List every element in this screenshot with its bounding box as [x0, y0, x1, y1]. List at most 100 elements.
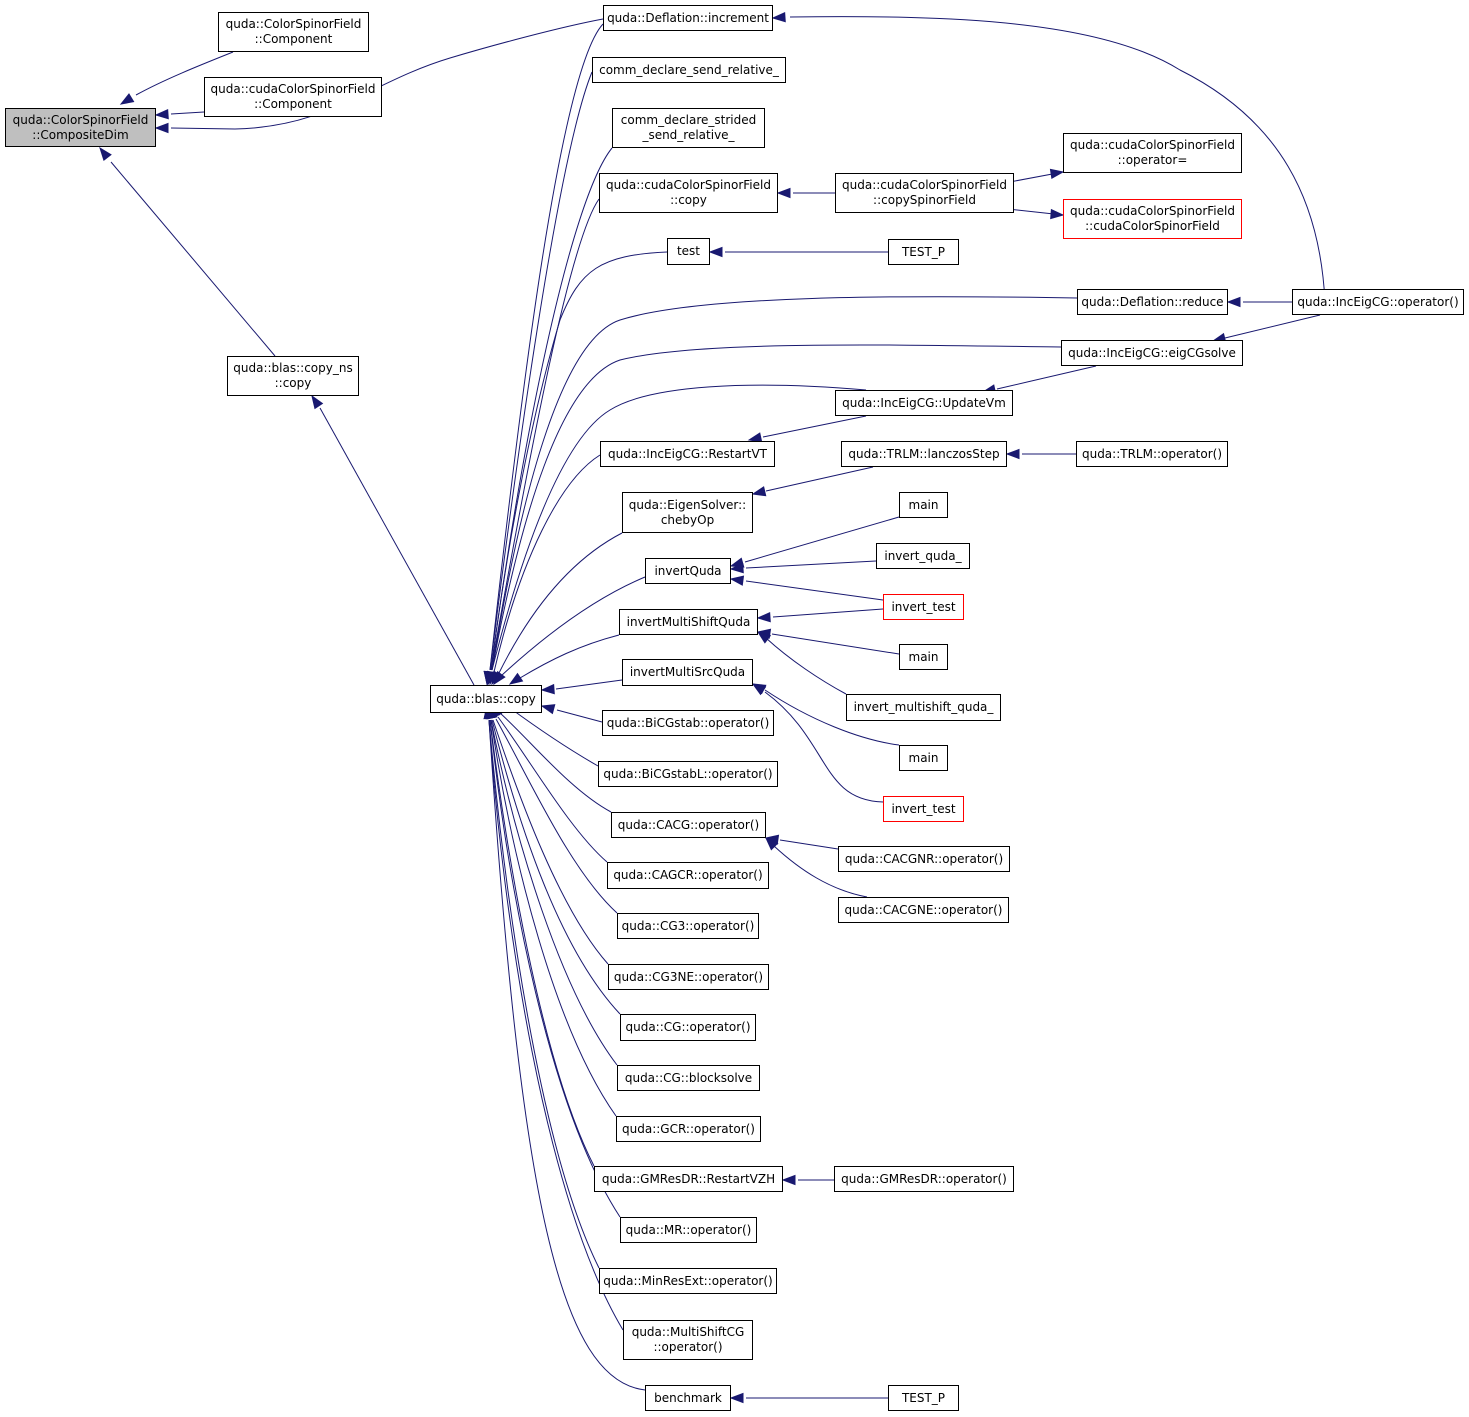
main-node[interactable]: main — [899, 745, 948, 771]
trlm-lanczosstep-node[interactable]: quda::TRLM::lanczosStep — [841, 441, 1007, 467]
node-label: main — [908, 649, 939, 664]
mr-operator-node[interactable]: quda::MR::operator() — [620, 1217, 757, 1243]
arrowhead — [751, 486, 767, 497]
node-label: quda::blas::copy — [436, 691, 536, 706]
main-node[interactable]: main — [899, 644, 948, 670]
node-label: invertMultiSrcQuda — [629, 665, 746, 679]
call-edge — [491, 719, 621, 1015]
cg3ne-operator-node[interactable]: quda::CG3NE::operator() — [608, 964, 769, 990]
node-label: quda::CG3NE::operator() — [613, 969, 764, 984]
node-label: quda::ColorSpinorField — [225, 17, 362, 31]
cg-blocksolve-node[interactable]: quda::CG::blocksolve — [617, 1065, 760, 1091]
gcr-operator-node[interactable]: quda::GCR::operator() — [616, 1116, 761, 1142]
arrowhead — [119, 93, 135, 105]
minresext-operator-node[interactable]: quda::MinResExt::operator() — [599, 1268, 777, 1294]
main-node[interactable]: main — [899, 492, 948, 518]
gmresdr-operator-node[interactable]: quda::GMResDR::operator() — [834, 1166, 1014, 1192]
gmresdr-restartvzh-node[interactable]: quda::GMResDR::RestartVZH — [594, 1166, 783, 1192]
eigensolver-chebyop-node[interactable]: quda::EigenSolver::chebyOp — [622, 492, 753, 533]
call-edge — [170, 111, 205, 115]
cacgne-operator-node[interactable]: quda::CACGNE::operator() — [838, 897, 1009, 923]
inceigcg-restartvt-node[interactable]: quda::IncEigCG::RestartVT — [600, 441, 775, 467]
test-p-node[interactable]: TEST_P — [888, 239, 959, 265]
node-label: quda::cudaColorSpinorField — [842, 178, 1007, 192]
blas-copy-ns-copy-node[interactable]: quda::blas::copy_ns::copy — [227, 356, 359, 396]
cuda-color-spinor-field-operator-assign-node[interactable]: quda::cudaColorSpinorField::operator= — [1063, 133, 1242, 173]
node-label: quda::MR::operator() — [625, 1222, 752, 1237]
node-label: ::Component — [254, 32, 333, 46]
test-p-node[interactable]: TEST_P — [888, 1385, 959, 1411]
call-edge — [499, 712, 612, 813]
node-label: quda::IncEigCG::operator() — [1297, 294, 1459, 309]
arrowhead — [540, 704, 556, 715]
cuda-color-spinor-field-constructor-node[interactable]: quda::cudaColorSpinorField::cudaColorSpi… — [1063, 199, 1242, 239]
call-edge — [771, 633, 900, 655]
invert-multi-src-quda-node[interactable]: invertMultiSrcQuda — [622, 659, 753, 686]
call-edge — [110, 161, 276, 357]
copy-spinor-field-node[interactable]: quda::cudaColorSpinorField::copySpinorFi… — [835, 173, 1014, 213]
call-edge — [519, 634, 620, 679]
invert-quda-node[interactable]: invertQuda — [645, 558, 731, 584]
call-edge — [488, 719, 646, 1391]
bicgstab-operator-node[interactable]: quda::BiCGstab::operator() — [602, 710, 774, 736]
arrowhead — [781, 1174, 796, 1186]
node-label: quda::cudaColorSpinorField — [606, 178, 771, 192]
inceigcg-eigcgsolve-node[interactable]: quda::IncEigCG::eigCGsolve — [1061, 340, 1243, 366]
call-edge — [765, 637, 847, 695]
node-label: ::CompositeDim — [32, 127, 129, 142]
call-edge — [490, 719, 618, 1066]
cacgnr-operator-node[interactable]: quda::CACGNR::operator() — [838, 846, 1010, 872]
node-label: chebyOp — [660, 512, 715, 527]
cagcr-operator-node[interactable]: quda::CAGCR::operator() — [607, 862, 769, 889]
node-label: quda::IncEigCG::RestartVT — [608, 446, 767, 461]
arrowhead — [729, 1392, 744, 1404]
cg3-operator-node[interactable]: quda::CG3::operator() — [617, 913, 759, 939]
cg-operator-node[interactable]: quda::CG::operator() — [620, 1014, 756, 1041]
arrowhead — [756, 631, 772, 644]
deflation-reduce-node[interactable]: quda::Deflation::reduce — [1077, 289, 1228, 315]
inceigcg-updatevm-node[interactable]: quda::IncEigCG::UpdateVm — [835, 390, 1013, 416]
cacg-operator-node[interactable]: quda::CACG::operator() — [611, 812, 766, 838]
call-edge — [170, 18, 604, 130]
call-edge — [1224, 314, 1321, 339]
node-label: comm_declare_strided — [620, 113, 757, 127]
node-label: quda::IncEigCG::eigCGsolve — [1068, 345, 1236, 360]
call-edge — [789, 16, 1326, 303]
call-edge — [745, 560, 877, 569]
deflation-increment-node[interactable]: quda::Deflation::increment — [603, 5, 773, 31]
invert-test-node[interactable]: invert_test — [883, 796, 964, 822]
call-edge — [500, 576, 646, 677]
call-edge — [996, 365, 1097, 390]
inceigcg-operator-node[interactable]: quda::IncEigCG::operator() — [1292, 289, 1464, 315]
call-edge — [491, 344, 1062, 671]
node-label: quda::ColorSpinorField — [12, 112, 149, 127]
arrowhead — [708, 246, 723, 258]
call-edge — [772, 608, 884, 618]
color-spinor-field-component-node[interactable]: quda::ColorSpinorField::Component — [218, 12, 369, 52]
invert-multishift-quda-underscore-node[interactable]: invert_multishift_quda_ — [846, 694, 1001, 721]
arrowhead — [508, 672, 524, 685]
blas-copy-node[interactable]: quda::blas::copy — [430, 685, 542, 713]
multishiftcg-operator-node[interactable]: quda::MultiShiftCG::operator() — [623, 1320, 753, 1360]
arrowhead — [729, 562, 744, 574]
arrowhead — [776, 187, 791, 199]
comm-declare-send-relative-node[interactable]: comm_declare_send_relative_ — [592, 57, 786, 83]
cuda-color-spinor-field-copy-node[interactable]: quda::cudaColorSpinorField::copy — [599, 173, 778, 213]
bicgstabl-operator-node[interactable]: quda::BiCGstabL::operator() — [598, 761, 778, 787]
node-label: invert_test — [891, 801, 956, 816]
node-label: quda::CG::operator() — [625, 1020, 751, 1034]
invert-multi-shift-quda-node[interactable]: invertMultiShiftQuda — [619, 609, 758, 635]
test-node[interactable]: test — [667, 238, 710, 265]
call-edge — [765, 466, 874, 492]
benchmark-node[interactable]: benchmark — [645, 1385, 731, 1411]
node-label: invert_quda_ — [884, 548, 962, 563]
comm-declare-strided-send-relative-node[interactable]: comm_declare_strided_send_relative_ — [612, 108, 765, 148]
invert-test-node[interactable]: invert_test — [883, 594, 964, 620]
trlm-operator-node[interactable]: quda::TRLM::operator() — [1076, 441, 1228, 467]
node-label: ::operator= — [1117, 153, 1188, 167]
arrowhead — [154, 122, 169, 134]
cuda-color-spinor-field-component-node[interactable]: quda::cudaColorSpinorField::Component — [204, 77, 382, 117]
node-label: TEST_P — [901, 1390, 946, 1405]
invert-quda-underscore-node[interactable]: invert_quda_ — [876, 543, 970, 569]
call-edge — [497, 716, 608, 863]
